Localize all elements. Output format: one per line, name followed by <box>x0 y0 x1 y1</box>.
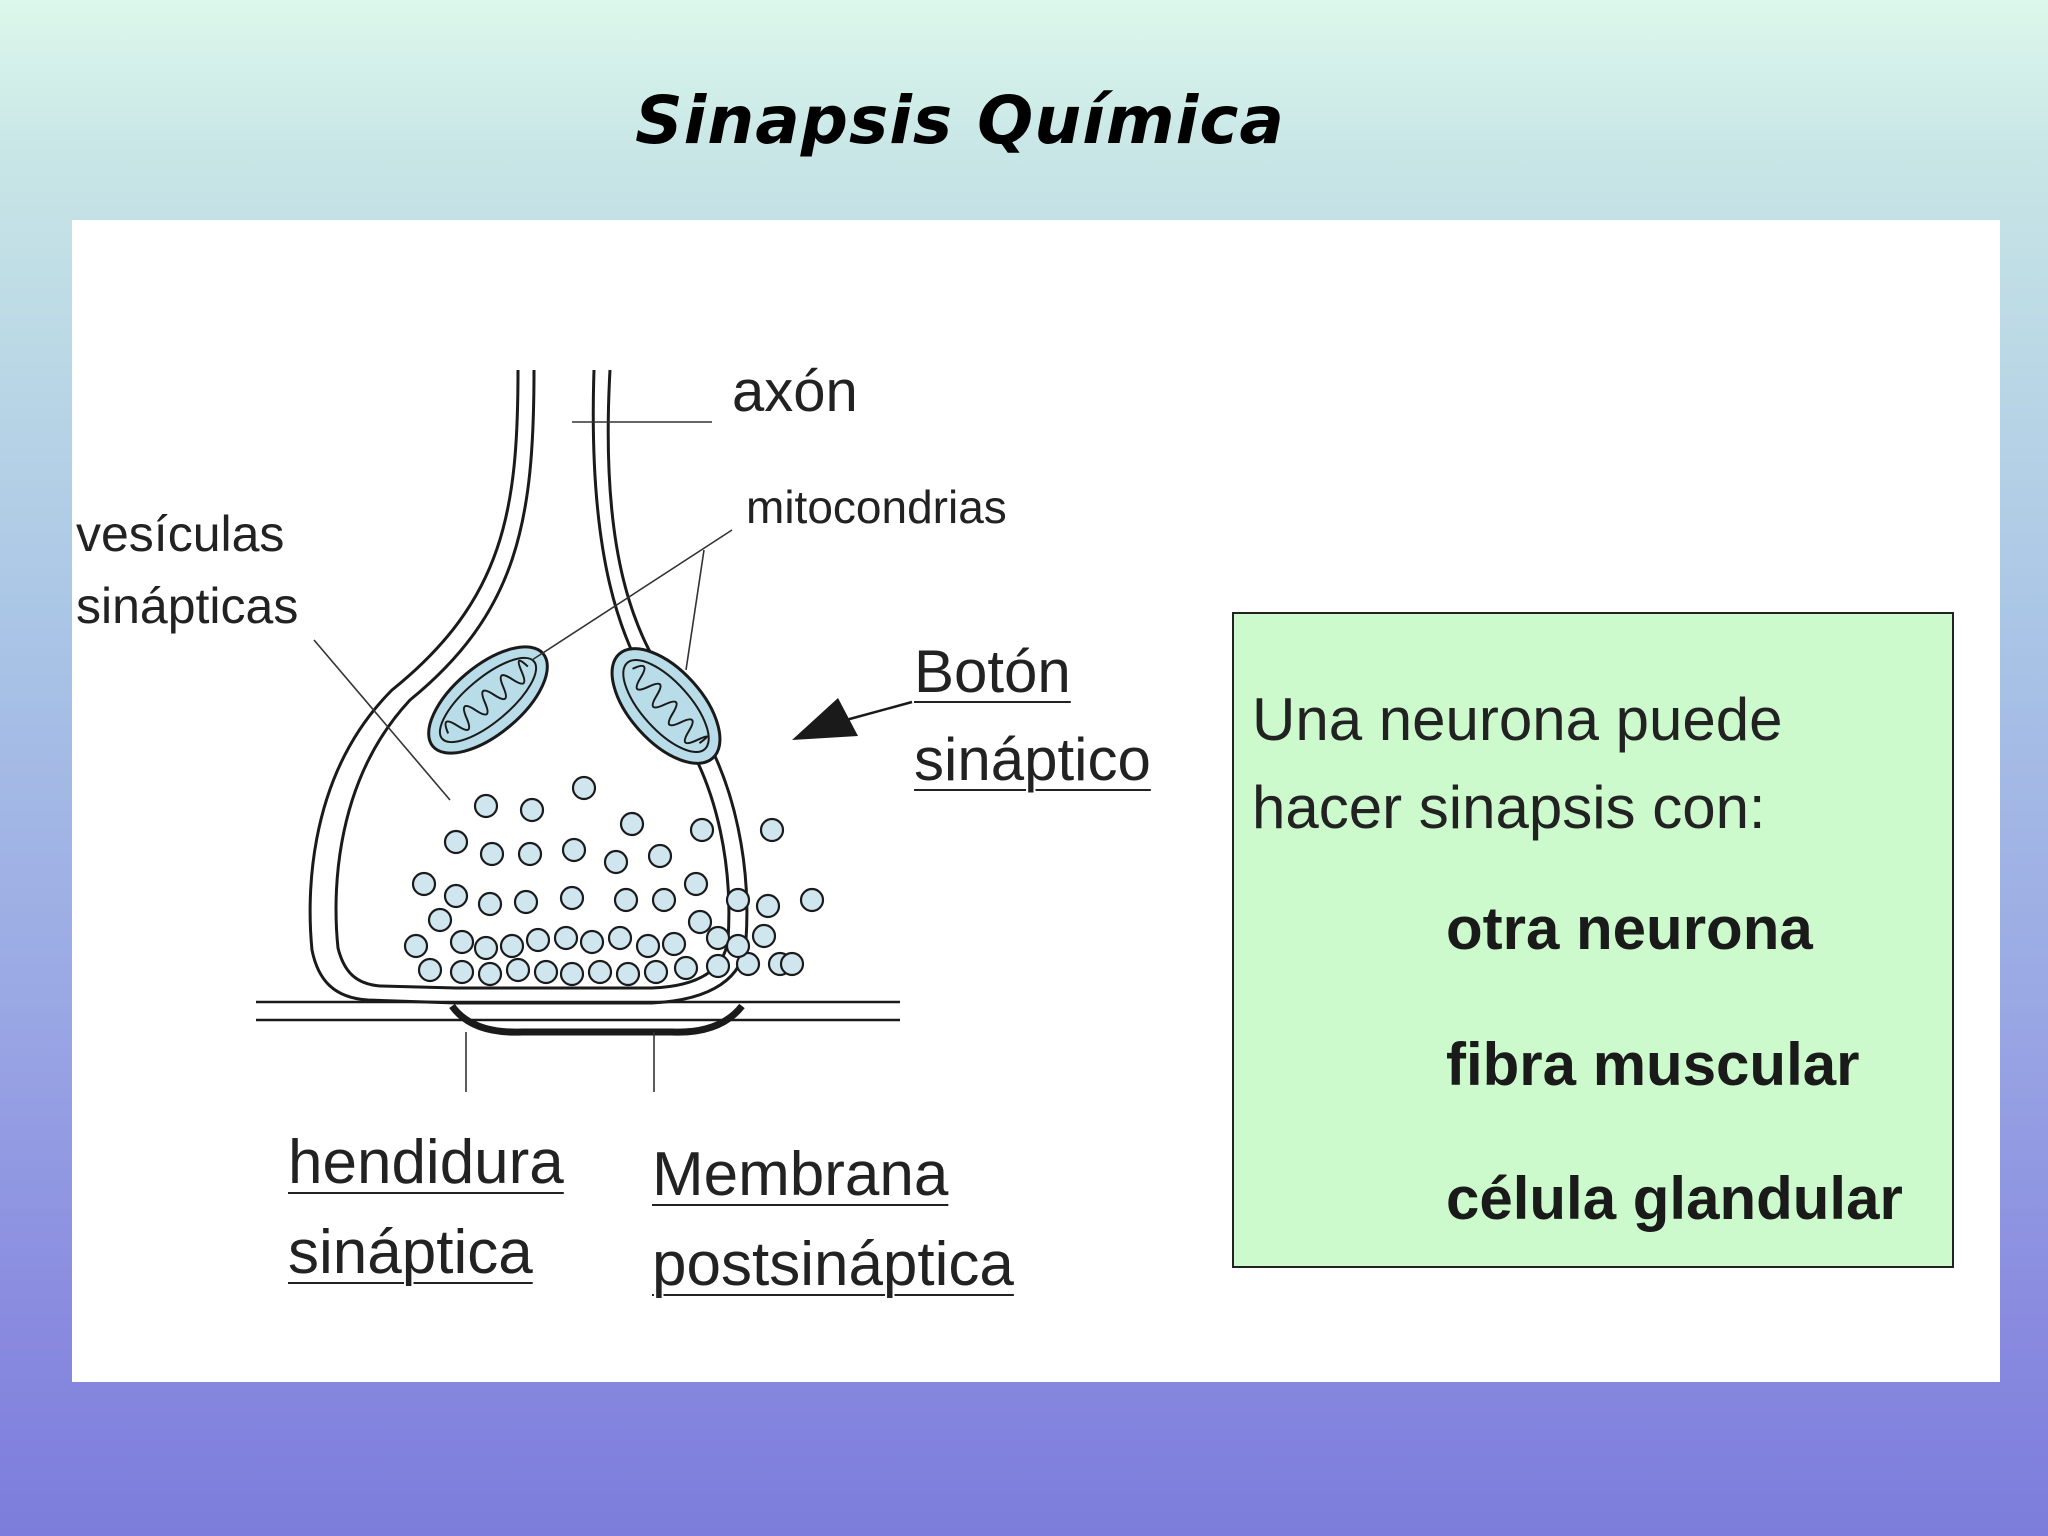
info-item-neuron: otra neurona <box>1446 895 1813 962</box>
synapse-diagram <box>256 369 913 1092</box>
vesicle <box>735 951 761 977</box>
info-item-muscle-fiber: fibra muscular <box>1446 1031 1860 1098</box>
membrane-label-line1: Membrana <box>652 1140 949 1209</box>
vesicle <box>443 883 469 909</box>
vesicle <box>571 775 597 801</box>
mitochondrion-right <box>610 647 722 765</box>
vesicle <box>799 887 825 913</box>
slide-title: Sinapsis Química <box>635 82 1285 159</box>
vesicle <box>519 797 545 823</box>
vesicle <box>603 849 629 875</box>
cleft-label-line2: sináptica <box>288 1218 533 1287</box>
vesicle <box>587 959 613 985</box>
vesicle <box>673 955 699 981</box>
membrane-label-line2: postsináptica <box>652 1230 1014 1299</box>
vesicle <box>525 927 551 953</box>
vesicle <box>477 891 503 917</box>
vesicle <box>647 843 673 869</box>
vesicle <box>725 887 751 913</box>
vesicle <box>661 931 687 957</box>
info-box: Una neurona puede hacer sinapsis con: ot… <box>1232 612 1954 1268</box>
cleft-label-line1: hendidura <box>288 1128 564 1197</box>
vesicle <box>417 957 443 983</box>
vesicle <box>635 933 661 959</box>
mitochondrion-left <box>427 645 549 755</box>
info-item-gland-cell: célula glandular <box>1446 1165 1903 1232</box>
bouton-arrow <box>792 698 913 740</box>
bouton-label-line2: sináptico <box>914 726 1151 793</box>
vesicle <box>607 925 633 951</box>
diagram-panel: axón mitocondrias vesículas sinápticas B… <box>72 220 2000 1382</box>
vesicle <box>779 951 805 977</box>
vesicle <box>751 923 777 949</box>
info-intro-line1: Una neurona puede <box>1252 686 1783 753</box>
vesicle <box>553 925 579 951</box>
vesicle <box>613 887 639 913</box>
vesicle <box>427 907 453 933</box>
bouton-label-line1: Botón <box>914 638 1071 705</box>
vesicle <box>517 841 543 867</box>
vesicle <box>687 909 713 935</box>
vesicle <box>513 889 539 915</box>
mitochondria-label: mitocondrias <box>746 481 1007 533</box>
vesicle <box>449 929 475 955</box>
vesicle <box>477 961 503 987</box>
vesicles-label-line2: sinápticas <box>76 578 299 634</box>
vesicle <box>615 961 641 987</box>
vesicle <box>473 793 499 819</box>
vesicle <box>725 933 751 959</box>
leader-lines <box>313 421 733 1092</box>
mitochondria-leader-right <box>685 549 705 671</box>
vesicle <box>533 959 559 985</box>
vesicle <box>683 871 709 897</box>
vesicle <box>443 829 469 855</box>
vesicle <box>643 959 669 985</box>
vesicle <box>403 933 429 959</box>
vesicle <box>505 957 531 983</box>
info-intro-line2: hacer sinapsis con: <box>1252 774 1766 841</box>
vesicle <box>411 871 437 897</box>
vesicle <box>561 837 587 863</box>
vesicle <box>689 817 715 843</box>
vesicle <box>473 935 499 961</box>
synaptic-vesicles <box>403 775 825 987</box>
vesicle <box>651 887 677 913</box>
vesicle <box>755 893 781 919</box>
vesicles-label-line1: vesículas <box>76 506 285 562</box>
vesicle <box>479 841 505 867</box>
vesicle <box>559 885 585 911</box>
vesicle <box>619 811 645 837</box>
mitochondria-leader-left <box>531 529 733 661</box>
info-intro: Una neurona puede hacer sinapsis con: <box>1252 676 1782 852</box>
vesicle <box>559 961 585 987</box>
vesicle <box>449 959 475 985</box>
vesicle <box>579 929 605 955</box>
vesicle <box>705 925 731 951</box>
vesicles-leader <box>313 639 451 801</box>
axon-label: axón <box>732 359 858 424</box>
vesicle <box>499 933 525 959</box>
vesicle <box>705 953 731 979</box>
postsynaptic-membrane <box>256 1000 900 1036</box>
vesicle <box>759 817 785 843</box>
